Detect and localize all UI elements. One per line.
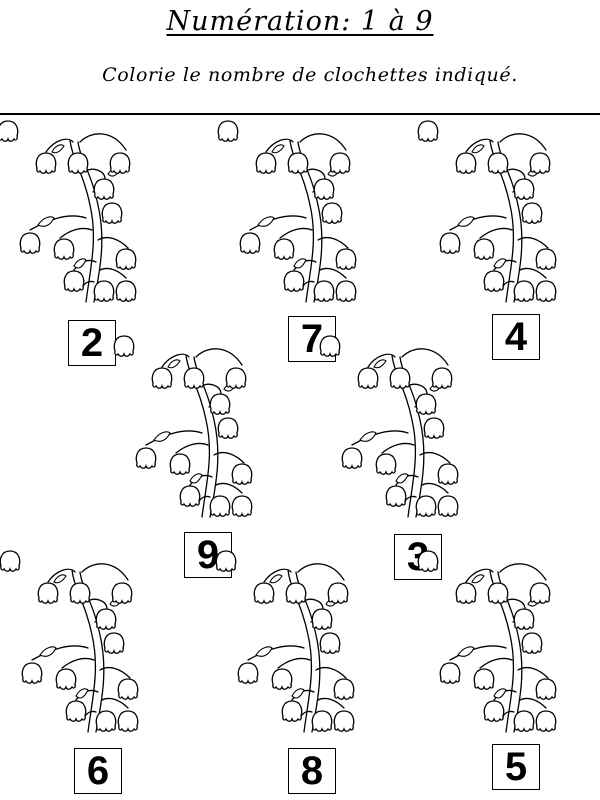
worksheet-title: Numération: 1 à 9 [166, 6, 434, 37]
header-divider [0, 113, 600, 115]
lily-of-the-valley-icon [217, 120, 357, 303]
lily-of-the-valley-icon [417, 120, 557, 303]
count-box-5: 5 [492, 744, 540, 790]
lily-of-the-valley-icon [215, 550, 355, 733]
lily-of-the-valley-icon [0, 550, 139, 733]
count-box-4: 4 [492, 314, 540, 360]
worksheet-instruction: Colorie le nombre de clochettes indiqué. [102, 64, 518, 86]
count-box-6: 6 [74, 748, 122, 794]
count-box-8: 8 [288, 748, 336, 794]
count-box-2: 2 [68, 320, 116, 366]
lily-of-the-valley-icon [319, 335, 459, 518]
lily-of-the-valley-icon [417, 550, 557, 733]
lily-of-the-valley-icon [0, 120, 137, 303]
lily-of-the-valley-icon [113, 335, 253, 518]
count-box-3: 3 [394, 534, 442, 580]
